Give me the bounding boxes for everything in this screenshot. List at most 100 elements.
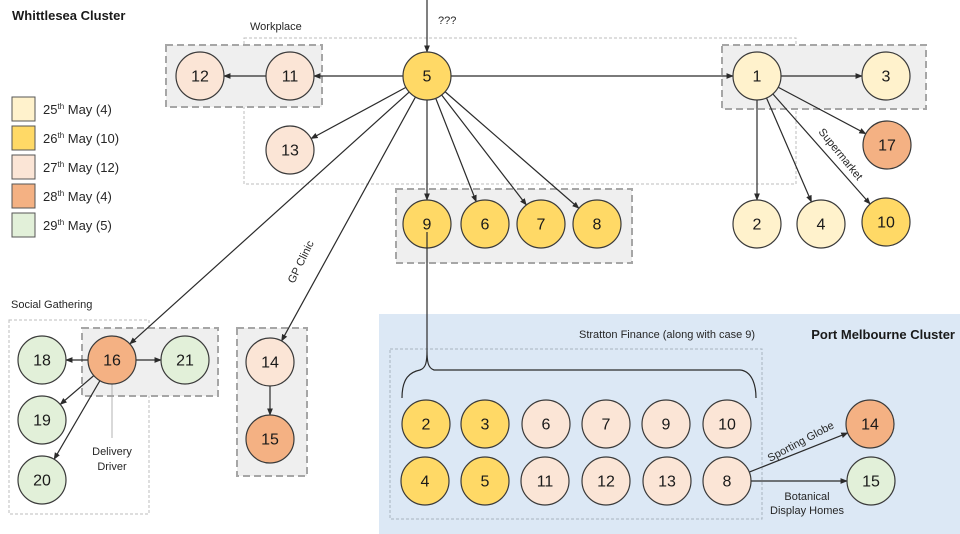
case-number: 10	[718, 417, 736, 434]
supermarket-label: Supermarket	[816, 126, 865, 182]
legend-swatch	[11, 154, 36, 180]
case-number: 21	[176, 353, 194, 370]
whittlesea-case-21: 21	[160, 335, 210, 385]
case-circle	[245, 414, 295, 464]
whittlesea-case-8: 8	[572, 199, 622, 249]
case-circle	[17, 455, 67, 505]
edge-1-to-10	[772, 93, 871, 205]
case-number: 5	[481, 474, 490, 491]
legend-swatch	[11, 96, 36, 122]
case-number: 4	[421, 474, 430, 491]
port-melbourne-case-3: 3	[460, 399, 510, 449]
case-number: 20	[33, 473, 51, 490]
case-number: 10	[877, 215, 895, 232]
case-circle	[265, 125, 315, 175]
case-number: 15	[862, 474, 880, 491]
case-circle	[460, 399, 510, 449]
case-circle	[702, 399, 752, 449]
edge-1-to-4	[765, 97, 813, 203]
case-circle	[732, 199, 782, 249]
port-melbourne-case-7: 7	[581, 399, 631, 449]
whittlesea-case-13: 13	[265, 125, 315, 175]
workplace-label: Workplace	[250, 21, 302, 33]
case-circle	[401, 399, 451, 449]
legend-swatch	[11, 125, 36, 151]
case-circle	[861, 51, 911, 101]
edge-5-to-14	[281, 96, 416, 342]
legend-label: 27th May (12)	[43, 160, 119, 175]
case-number: 11	[537, 474, 554, 491]
edge-8-to-14	[749, 432, 849, 473]
port-melbourne-case-6: 6	[521, 399, 571, 449]
whittlesea-case-20: 20	[17, 455, 67, 505]
case-number: 4	[817, 217, 826, 234]
whittlesea-case-4: 4	[796, 199, 846, 249]
case-number: 9	[423, 217, 432, 234]
edge-5-to-13	[310, 86, 407, 140]
whittlesea-case-15: 15	[245, 414, 295, 464]
case-number: 2	[753, 217, 762, 234]
whittlesea-case-10: 10	[861, 197, 911, 247]
whittlesea-case-16: 16	[87, 335, 137, 385]
case-circle	[400, 456, 450, 506]
case-number: 3	[481, 417, 490, 434]
whittlesea-case-12: 12	[175, 51, 225, 101]
case-circle	[402, 51, 452, 101]
port-melbourne-case-8: 8	[702, 456, 752, 506]
port-melbourne-case-9: 9	[641, 399, 691, 449]
case-number: 12	[191, 69, 209, 86]
case-number: 6	[542, 417, 551, 434]
port-melbourne-case-12: 12	[581, 456, 631, 506]
unknown-source-label: ???	[438, 15, 456, 27]
case-circle	[796, 199, 846, 249]
workplace-group	[243, 37, 797, 185]
social-gathering-group	[8, 319, 150, 515]
botanical-label-1: Botanical	[784, 491, 829, 503]
whittlesea-case-14: 14	[245, 337, 295, 387]
case-circle	[17, 395, 67, 445]
case-number: 5	[423, 69, 432, 86]
case-number: 15	[261, 432, 279, 449]
port-melbourne-case-13: 13	[642, 456, 692, 506]
case-number: 6	[481, 217, 490, 234]
case-number: 17	[878, 138, 896, 155]
legend-swatch	[11, 183, 36, 209]
case-circle	[175, 51, 225, 101]
case-circle	[516, 199, 566, 249]
case-number: 8	[593, 217, 602, 234]
case-number: 13	[281, 143, 299, 160]
port-melbourne-case-4: 4	[400, 456, 450, 506]
case-circle	[160, 335, 210, 385]
case-number: 8	[723, 474, 732, 491]
whittlesea-case-2: 2	[732, 199, 782, 249]
stratton-finance-label: Stratton Finance (along with case 9)	[579, 329, 755, 341]
whittlesea-case-1: 1	[732, 51, 782, 101]
delivery-driver-label-1: Delivery	[92, 446, 132, 458]
whittlesea-case-19: 19	[17, 395, 67, 445]
edge-1-to-17	[777, 86, 867, 135]
case-circle	[581, 456, 631, 506]
case-number: 3	[882, 69, 891, 86]
case-number: 12	[597, 474, 615, 491]
case-number: 18	[33, 353, 51, 370]
legend-label: 29th May (5)	[43, 218, 112, 233]
case-circle	[845, 399, 895, 449]
case-circle	[641, 399, 691, 449]
botanical-label-2: Display Homes	[770, 505, 844, 517]
case-circle	[846, 456, 896, 506]
social-gathering-label: Social Gathering	[11, 299, 92, 311]
edge-16-to-19	[59, 375, 95, 405]
legend-label: 28th May (4)	[43, 189, 112, 204]
edge-5-to-7	[441, 94, 527, 206]
case-circle	[520, 456, 570, 506]
whittlesea-case-11: 11	[265, 51, 315, 101]
case-number: 19	[33, 413, 51, 430]
case-circle	[521, 399, 571, 449]
port-melbourne-case-2: 2	[401, 399, 451, 449]
case-circle	[732, 51, 782, 101]
case-circle	[702, 456, 752, 506]
case-circle	[642, 456, 692, 506]
case-circle	[862, 120, 912, 170]
case-number: 9	[662, 417, 671, 434]
